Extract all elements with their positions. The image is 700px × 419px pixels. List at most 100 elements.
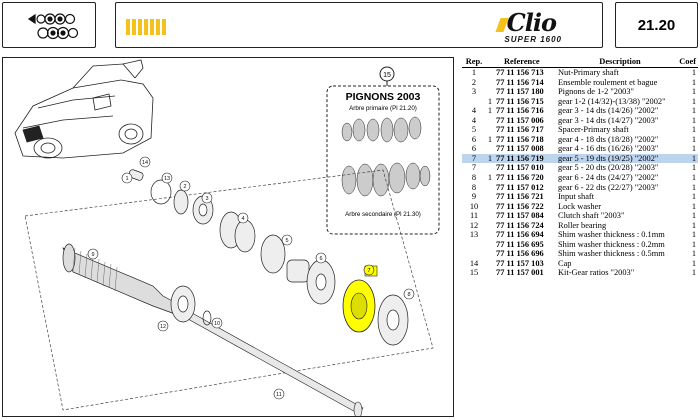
- cell-rep: 4: [471, 115, 477, 125]
- cell-description: Kit-Gear ratios "2003": [558, 268, 635, 278]
- cell-description: gear 6 - 24 dts (24/27) "2002": [558, 173, 659, 183]
- clutch-shaft: [178, 307, 364, 416]
- cell-description: gear 6 - 22 dts (22/27) "2003": [558, 182, 659, 192]
- table-row[interactable]: 5 77 11 156 717 Spacer-Primary shaft 1: [462, 125, 698, 135]
- gearbox-thumbnail[interactable]: [2, 2, 96, 48]
- cell-rep: 7: [471, 153, 477, 163]
- callout-7: 7: [367, 268, 370, 274]
- cell-rep: 8: [471, 173, 477, 183]
- table-row[interactable]: 1 77 11 156 713 Nut-Primary shaft 1: [462, 68, 698, 78]
- cell-reference: 77 11 157 012: [496, 182, 544, 192]
- callout-10: 10: [214, 321, 220, 327]
- cell-reference: 77 11 156 714: [496, 77, 544, 87]
- cell-rep: 5: [471, 125, 477, 135]
- cell-reference: 77 11 156 724: [496, 220, 544, 230]
- brand-model: SUPER 1600: [504, 35, 562, 44]
- cell-description: Roller bearing: [558, 220, 607, 230]
- cell-reference: 77 11 156 715: [496, 96, 544, 106]
- cell-description: Lock washer: [558, 201, 602, 211]
- cell-rep: 7: [471, 163, 477, 173]
- cell-coef: 1: [691, 115, 696, 125]
- callout-9: 9: [91, 252, 94, 258]
- cell-coef: 1: [691, 106, 696, 116]
- cell-reference: 77 11 157 001: [496, 268, 544, 278]
- cell-reference: 77 11 156 717: [496, 125, 544, 135]
- cell-coef: 1: [691, 239, 696, 249]
- cell-coef: 1: [691, 192, 696, 202]
- cell-description: Spacer-Primary shaft: [558, 125, 629, 135]
- inset-secondary-caption: Arbre secondaire (Pl 21.30): [345, 211, 421, 218]
- cell-coef: 1: [691, 77, 696, 87]
- inset-title: PIGNONS 2003: [346, 91, 421, 103]
- gear-cluster-icon: [27, 13, 79, 40]
- cell-description: Shim washer thickness : 0.5mm: [558, 249, 665, 259]
- cell-description: Ensemble roulement et bague: [558, 77, 658, 87]
- callout-5: 5: [285, 238, 288, 244]
- cell-description: Cap: [558, 258, 572, 268]
- table-row[interactable]: 8 77 11 157 012 gear 6 - 22 dts (22/27) "2…: [462, 183, 698, 193]
- cell-rep: 15: [469, 268, 479, 278]
- cell-rep: 2: [471, 77, 477, 87]
- callout-3: 3: [205, 196, 208, 202]
- gear-5-highlight: [342, 265, 378, 333]
- table-row[interactable]: 15 77 11 157 001 Kit-Gear ratios "2003" 1: [462, 268, 698, 278]
- header-reference: Reference: [504, 57, 540, 66]
- cell-rep: 3: [471, 87, 477, 97]
- callout-2: 2: [183, 184, 186, 190]
- cell-reference: 77 11 156 716: [496, 106, 544, 116]
- callout-15: 15: [383, 72, 391, 79]
- cell-rep: 6: [471, 144, 477, 154]
- cell-coef: 1: [691, 258, 696, 268]
- cell-flag: 1: [487, 106, 493, 116]
- cell-rep: 8: [471, 182, 477, 192]
- cell-description: gear 5 - 19 dts (19/25) "2002": [558, 153, 659, 163]
- cell-coef: 1: [691, 125, 696, 135]
- cell-flag: 1: [487, 96, 493, 106]
- cell-reference: 77 11 156 694: [496, 230, 544, 240]
- exploded-diagram: 15 PIGNONS 2003 Arbre primaire (Pl 21.20…: [2, 57, 454, 417]
- cell-coef: 1: [691, 211, 696, 221]
- gearbox-exploded-view: 15 PIGNONS 2003 Arbre primaire (Pl 21.20…: [14, 59, 440, 416]
- cell-reference: 77 11 156 719: [496, 153, 544, 163]
- cell-reference: 77 11 157 103: [496, 258, 544, 268]
- cell-reference: 77 11 156 713: [496, 68, 544, 77]
- cell-coef: 1: [691, 249, 696, 259]
- cell-coef: 1: [691, 163, 696, 173]
- table-row[interactable]: 2 77 11 156 714 Ensemble roulement et bagu…: [462, 78, 698, 88]
- cell-description: Nut-Primary shaft: [558, 68, 619, 77]
- cell-coef: 1: [691, 87, 696, 97]
- cell-coef: 1: [691, 230, 696, 240]
- cell-coef: 1: [691, 173, 696, 183]
- cell-description: Shim washer thickness : 0.1mm: [558, 230, 665, 240]
- cell-coef: 1: [691, 268, 696, 278]
- cell-coef: 1: [691, 220, 696, 230]
- cell-coef: 1: [691, 201, 696, 211]
- cell-reference: 77 11 156 721: [496, 192, 544, 202]
- callout-8: 8: [407, 292, 410, 298]
- cell-description: Pignons de 1-2 "2003": [558, 87, 634, 97]
- cell-flag: 1: [487, 173, 493, 183]
- cell-description: Shim washer thickness : 0.2mm: [558, 239, 665, 249]
- cell-coef: 1: [691, 68, 696, 77]
- cell-description: Input shaft: [558, 192, 595, 202]
- cell-rep: 1: [471, 68, 477, 77]
